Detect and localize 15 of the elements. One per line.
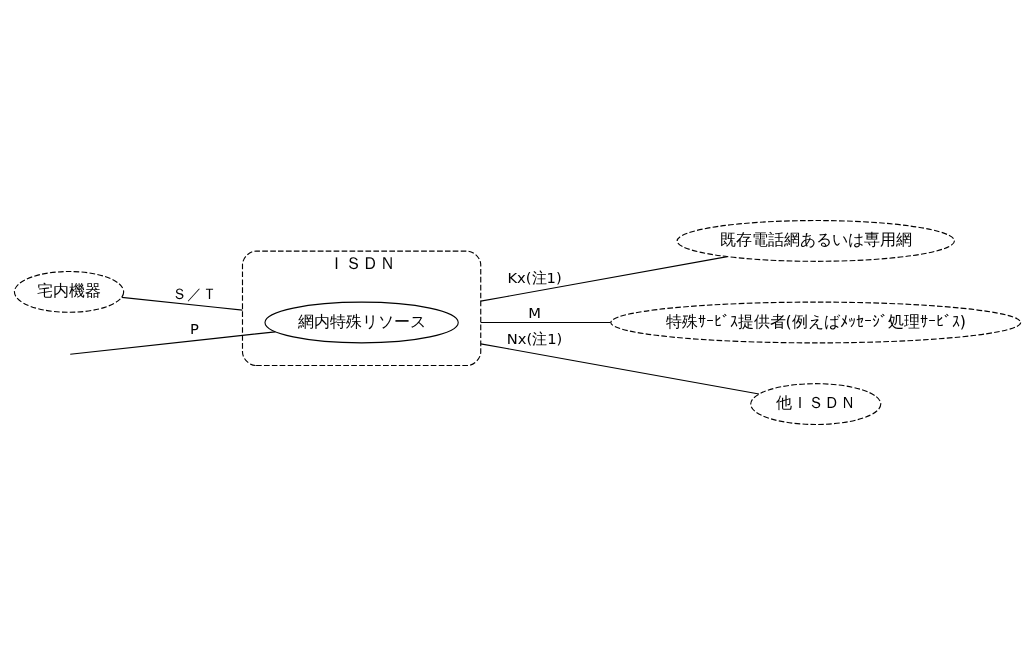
edge-label: P: [189, 320, 199, 338]
edge-label: M: [527, 304, 541, 322]
node-ellipse: 網内特殊リソース: [263, 301, 459, 344]
connector: [479, 343, 760, 395]
edge-label: Nx(注1): [506, 330, 562, 348]
connector: [479, 321, 611, 324]
node-ellipse: 宅内機器: [13, 270, 124, 313]
connector: [479, 256, 728, 302]
connector: [69, 331, 276, 355]
edge-label: Kx(注1): [506, 269, 562, 287]
node-ellipse: 既存電話網あるいは専用網: [676, 219, 955, 262]
edge-label: Ｓ／Ｔ: [171, 285, 217, 303]
node-ellipse: 他ＩＳＤＮ: [749, 383, 881, 426]
node-ellipse: 特殊ｻｰﾋﾞｽ提供者(例えばﾒｯｾｰｼﾞ処理ｻｰﾋﾞｽ): [609, 301, 1021, 344]
connector: [120, 296, 243, 311]
